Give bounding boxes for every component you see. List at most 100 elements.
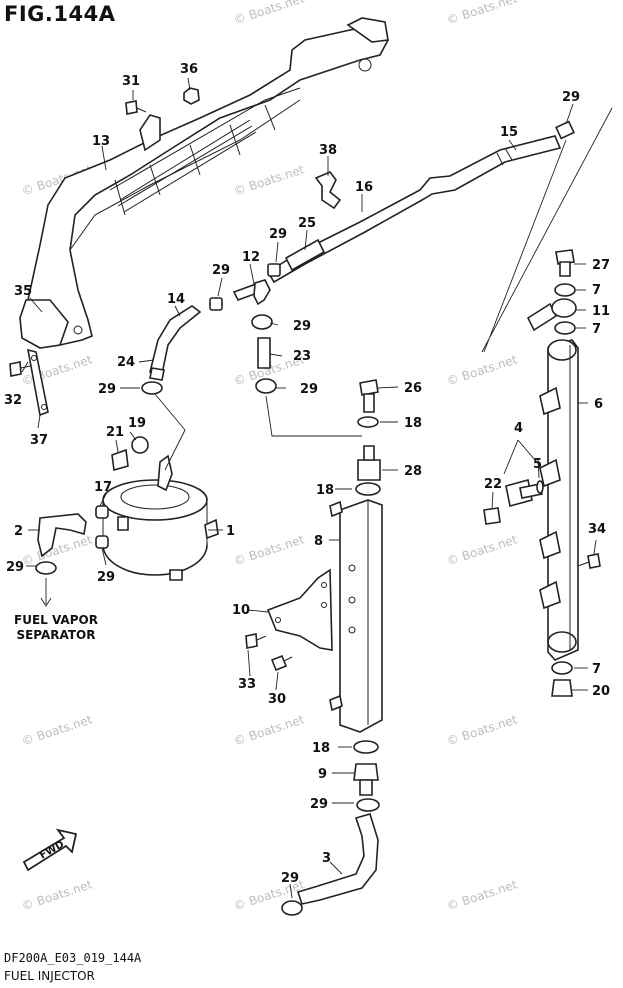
fwd-arrow-icon	[22, 828, 78, 872]
clamp-part-29	[35, 561, 57, 575]
callout-36: 36	[180, 62, 198, 77]
callout-13: 13	[92, 134, 110, 149]
callout-22: 22	[484, 477, 502, 492]
washer-part-18	[353, 740, 379, 754]
callout-24: 24	[117, 355, 135, 370]
callout-29: 29	[269, 227, 287, 242]
figure-code: DF200A_E03_019_144A	[4, 951, 142, 965]
callout-29: 29	[281, 871, 299, 886]
bolt-part-31	[125, 100, 147, 115]
callout-23: 23	[293, 349, 311, 364]
fwd-label: FWD	[38, 839, 66, 862]
fuel-hose-part-16	[266, 135, 562, 284]
callout-7: 7	[592, 662, 601, 677]
callout-15: 15	[500, 125, 518, 140]
part-19	[131, 436, 149, 454]
clamp-part-29	[555, 120, 575, 140]
callout-2: 2	[14, 524, 23, 539]
union-part-9	[353, 763, 379, 796]
union-part-28	[357, 445, 381, 481]
strap-part-37	[26, 348, 49, 417]
leader-lines	[21, 77, 597, 899]
figure-title: FIG.144A	[4, 2, 116, 26]
callout-18: 18	[316, 483, 334, 498]
bolt-part-30	[270, 654, 293, 672]
callout-29: 29	[293, 319, 311, 334]
clamp-part-29	[95, 535, 109, 549]
washer-part-7	[554, 321, 576, 335]
callout-29: 29	[212, 263, 230, 278]
delivery-pipe-part-8	[329, 499, 383, 733]
grommet-part-21	[111, 448, 129, 472]
callout-5: 5	[533, 457, 542, 472]
clamp-part-29	[255, 378, 277, 394]
callout-31: 31	[122, 74, 140, 89]
clamp-part-29	[267, 263, 281, 277]
callout-29: 29	[6, 560, 24, 575]
callout-28: 28	[404, 464, 422, 479]
callout-7: 7	[592, 322, 601, 337]
callout-14: 14	[167, 292, 185, 307]
clamp-part-29	[141, 381, 163, 395]
union-part-11	[526, 298, 577, 332]
clamp-part-17	[95, 505, 109, 519]
callout-29: 29	[310, 797, 328, 812]
washer-part-7	[554, 283, 576, 297]
callout-38: 38	[319, 143, 337, 158]
bolt-part-32	[9, 361, 31, 377]
plate-part-35	[19, 299, 69, 349]
hose-part-14	[149, 305, 202, 375]
figure-caption: FUEL INJECTOR	[4, 969, 95, 983]
callout-6: 6	[594, 397, 603, 412]
callout-26: 26	[404, 381, 422, 396]
callout-30: 30	[268, 692, 286, 707]
callout-3: 3	[322, 851, 331, 866]
callout-27: 27	[592, 258, 610, 273]
clamp-part-29	[251, 314, 273, 330]
callout-34: 34	[588, 522, 606, 537]
bolt-part-33	[245, 633, 267, 649]
callout-4: 4	[514, 421, 523, 436]
separator-line-1: FUEL VAPOR	[14, 613, 98, 627]
hose-part-24	[149, 367, 165, 381]
bolt-part-26	[359, 379, 379, 413]
callout-21: 21	[106, 425, 124, 440]
callout-12: 12	[242, 250, 260, 265]
callout-19: 19	[128, 416, 146, 431]
nut-part-36	[183, 87, 200, 105]
hose-part-23	[257, 337, 271, 369]
callout-10: 10	[232, 603, 250, 618]
clip-part-38	[314, 171, 342, 210]
callout-29: 29	[97, 570, 115, 585]
callout-33: 33	[238, 677, 256, 692]
delivery-pipe-part-6	[539, 339, 579, 661]
plug-part-20	[551, 679, 573, 697]
washer-part-7	[551, 661, 573, 675]
callout-1: 1	[226, 524, 235, 539]
callout-18: 18	[404, 416, 422, 431]
bracket-part-10	[266, 568, 333, 651]
callout-18: 18	[312, 741, 330, 756]
separator-note: FUEL VAPOR SEPARATOR	[14, 613, 98, 643]
clamp-part-29	[209, 297, 223, 311]
callout-35: 35	[14, 284, 32, 299]
callout-29: 29	[98, 382, 116, 397]
callout-8: 8	[314, 534, 323, 549]
callout-29: 29	[300, 382, 318, 397]
vapor-separator-part-1	[102, 454, 219, 581]
hose-part-2	[37, 513, 87, 558]
clamp-part-29	[356, 798, 380, 812]
callout-25: 25	[298, 216, 316, 231]
callout-labels: 31 36 13 35 3 2 37 29 15 38 1 6 25 29 12 2…	[4, 62, 610, 886]
clamp-part-29	[281, 900, 303, 916]
callout-9: 9	[318, 767, 327, 782]
washer-part-18	[357, 416, 379, 428]
callout-37: 37	[30, 433, 48, 448]
hose-part-3	[296, 813, 379, 905]
joint-part-12	[232, 279, 271, 306]
bolt-part-27	[555, 249, 575, 277]
separator-line-2: SEPARATOR	[16, 628, 96, 642]
o-ring-part-5	[536, 480, 544, 494]
